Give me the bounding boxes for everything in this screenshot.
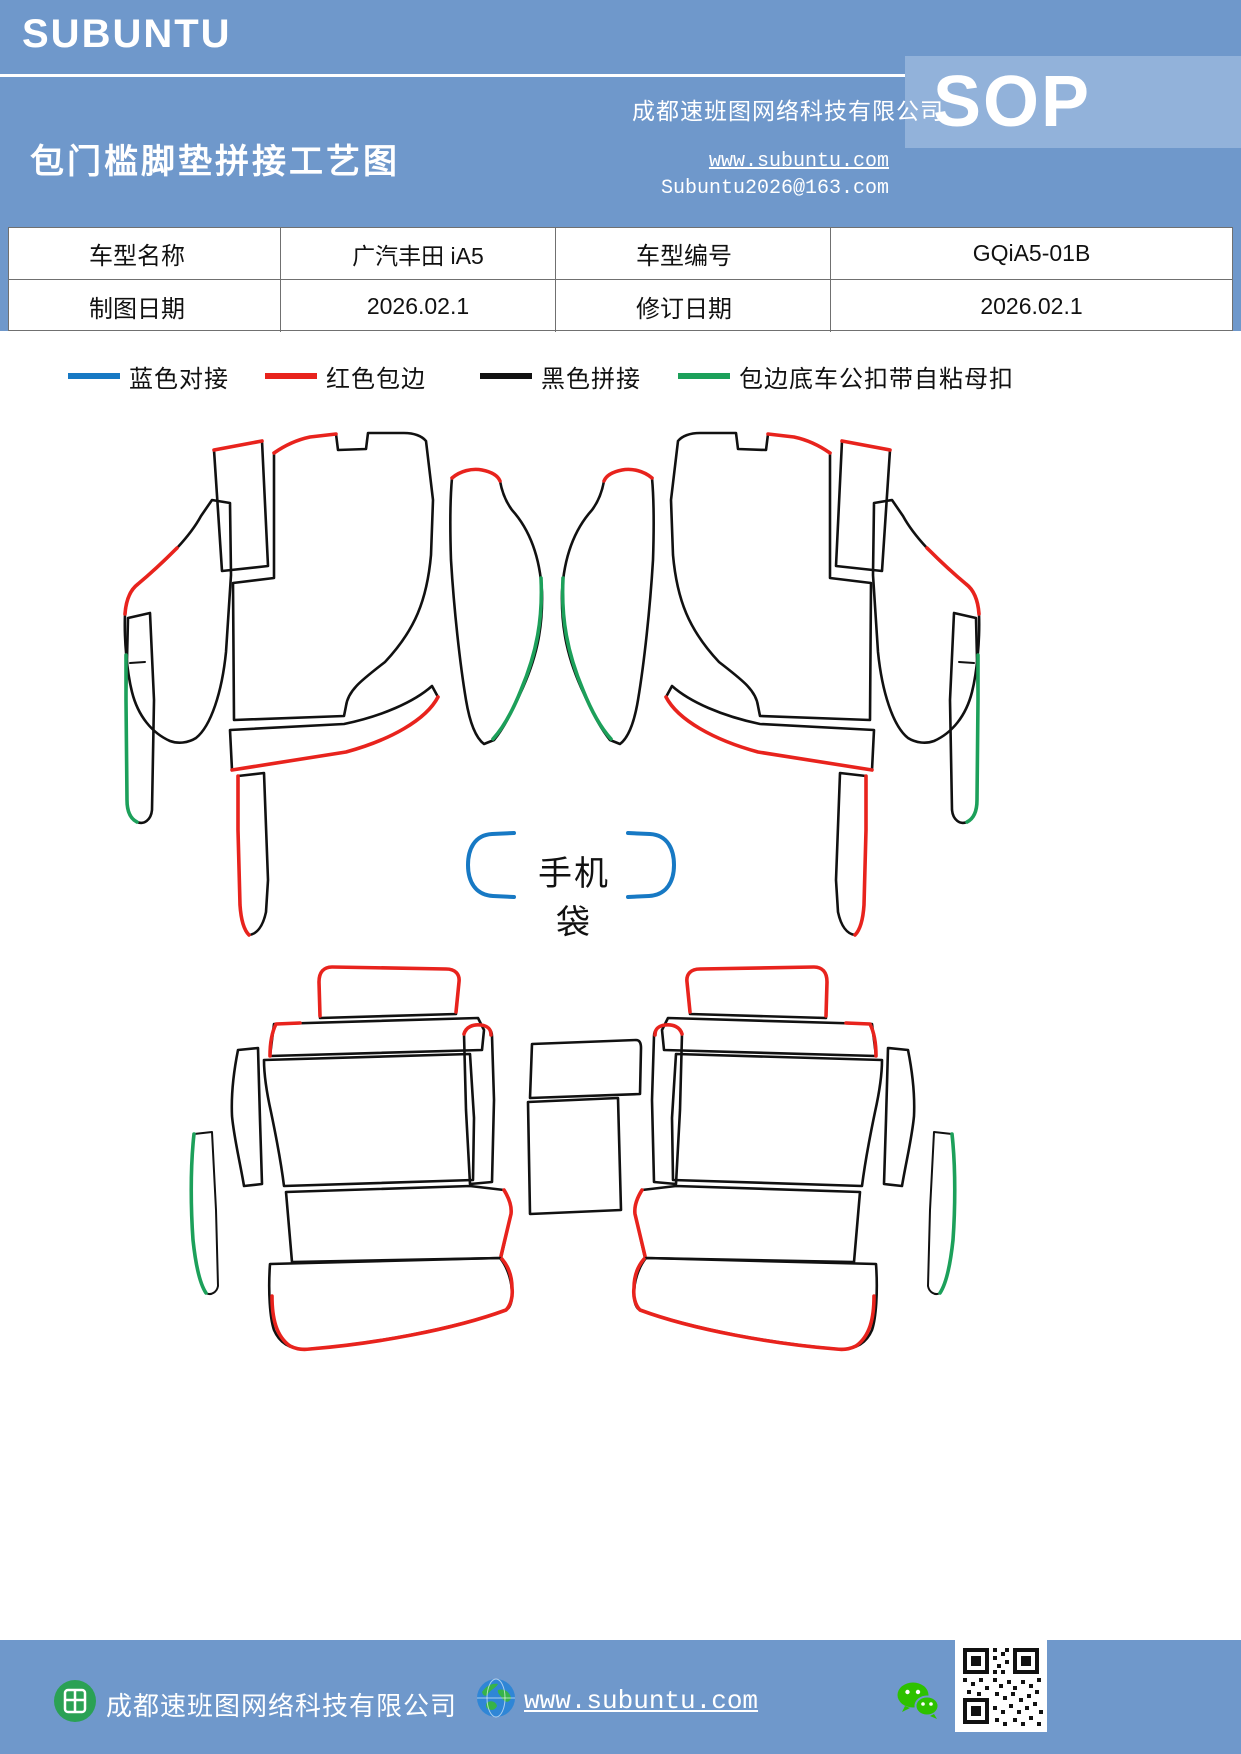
legend-label-blue: 蓝色对接 xyxy=(129,365,229,393)
model-code-label: 车型编号 xyxy=(556,228,831,280)
legend-item-green: 包边底车公扣带自粘母扣 xyxy=(678,358,1014,394)
rear-mat-right-group xyxy=(631,965,957,1352)
footer: 成都速班图网络科技有限公司 www.subuntu.com xyxy=(0,1640,1241,1754)
front-mat-left-group xyxy=(123,431,544,937)
legend-label-red: 红色包边 xyxy=(326,365,426,393)
legend-swatch-green xyxy=(678,373,730,379)
sop-badge-panel: SOP xyxy=(905,56,1241,148)
legend-item-black: 黑色拼接 xyxy=(480,358,641,394)
model-name-label: 车型名称 xyxy=(9,228,281,280)
globe-icon xyxy=(477,1678,515,1718)
header-links: www.subuntu.com Subuntu2026@163.com xyxy=(661,150,889,200)
footer-company-name: 成都速班图网络科技有限公司 xyxy=(106,1691,458,1721)
legend-swatch-blue xyxy=(68,373,120,379)
revise-date-value: 2026.02.1 xyxy=(980,292,1083,319)
brand-logo: SUBUNTU xyxy=(22,12,232,56)
wechat-icon xyxy=(897,1682,940,1719)
sop-badge: SOP xyxy=(933,62,1092,142)
legend-swatch-red xyxy=(265,373,317,379)
qr-code-pattern xyxy=(955,1640,1047,1732)
vehicle-info-table: 车型名称 广汽丰田 iA5 车型编号 GQiA5-01B 制图日期 2026.0… xyxy=(8,227,1233,332)
model-name-value: 广汽丰田 iA5 xyxy=(281,228,556,280)
legend-label-green: 包边底车公扣带自粘母扣 xyxy=(739,365,1014,393)
header-company-name: 成都速班图网络科技有限公司 xyxy=(632,99,944,124)
legend: 蓝色对接 红色包边 黑色拼接 包边底车公扣带自粘母扣 xyxy=(0,358,1241,394)
qr-code xyxy=(955,1640,1047,1732)
header-email-link[interactable]: Subuntu2026@163.com xyxy=(660,177,889,200)
revise-date-label: 修订日期 xyxy=(556,280,831,332)
brand-circle-icon xyxy=(54,1680,96,1722)
header-website-link[interactable]: www.subuntu.com xyxy=(708,150,889,173)
phone-bag-label: 手机袋 xyxy=(538,855,610,942)
legend-item-blue: 蓝色对接 xyxy=(68,358,229,394)
page-title: 包门槛脚垫拼接工艺图 xyxy=(30,143,400,181)
legend-item-red: 红色包边 xyxy=(265,358,426,394)
legend-swatch-black xyxy=(480,373,532,379)
rear-mat-left-group xyxy=(189,965,515,1352)
model-code-value: GQiA5-01B xyxy=(831,228,1232,280)
legend-label-black: 黑色拼接 xyxy=(541,365,641,393)
footer-website-link[interactable]: www.subuntu.com xyxy=(524,1686,759,1716)
draw-date-value: 2026.02.1 xyxy=(281,280,556,332)
phone-bag-icon xyxy=(466,831,676,899)
center-console-pieces xyxy=(526,1038,643,1216)
draw-date-label: 制图日期 xyxy=(9,280,281,332)
header-divider xyxy=(0,74,905,77)
